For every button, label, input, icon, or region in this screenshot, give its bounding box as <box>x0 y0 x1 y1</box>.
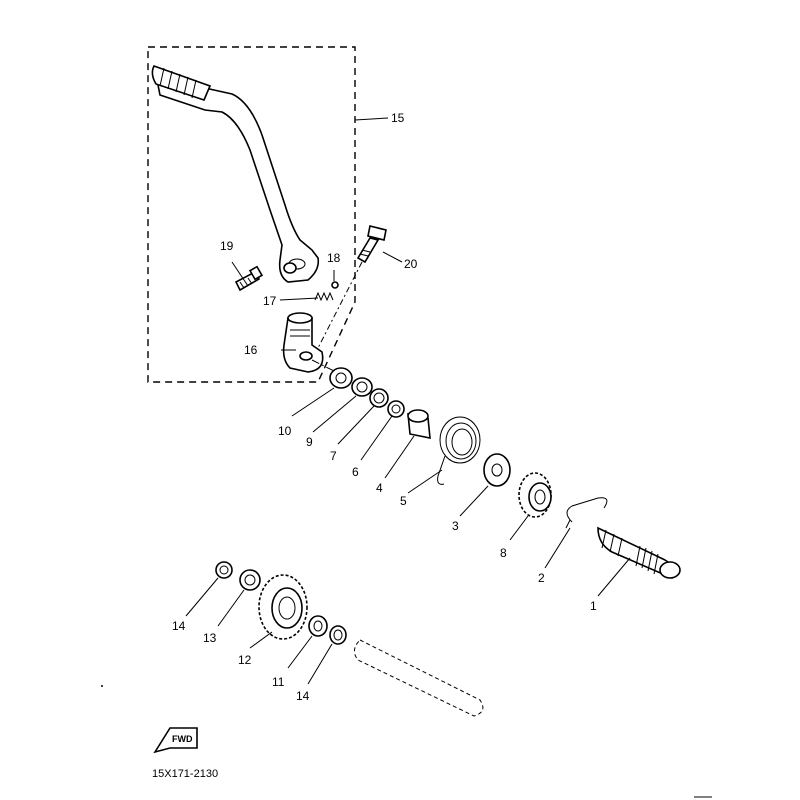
part-4-spring-guide <box>407 409 431 439</box>
part-9-washer <box>351 377 373 397</box>
part-20-bolt <box>356 225 387 264</box>
callout-10: 10 <box>278 424 292 438</box>
callout-8: 8 <box>500 546 507 560</box>
part-10-washer <box>329 367 353 389</box>
callout-3: 3 <box>452 519 459 533</box>
leader-lines <box>185 117 631 685</box>
assembly-15-boundary <box>147 46 356 383</box>
callout-11: 11 <box>272 675 285 689</box>
callout-4: 4 <box>376 481 383 495</box>
fwd-label: FWD <box>172 734 193 744</box>
callout-2: 2 <box>538 571 545 585</box>
part-17-spring <box>314 291 334 302</box>
shaft-reference <box>354 639 484 717</box>
callout-14-upper: 14 <box>172 619 186 633</box>
callout-1: 1 <box>590 599 597 613</box>
drawing-code: 15X171-2130 <box>152 768 218 780</box>
part-8-ratchet-wheel <box>518 472 552 518</box>
callout-15: 15 <box>391 111 405 125</box>
callout-16: 16 <box>244 343 258 357</box>
bolt-axis-line <box>317 261 363 349</box>
part-6-circlip <box>387 400 405 418</box>
callout-18: 18 <box>327 251 341 265</box>
callout-6: 6 <box>352 465 359 479</box>
part-12-idle-gear <box>258 574 308 640</box>
callout-20: 20 <box>404 257 418 271</box>
part-11-washer <box>308 615 328 637</box>
part-1-kick-axle <box>597 526 681 580</box>
dot-mark <box>101 685 103 687</box>
part-13-washer <box>239 569 261 591</box>
part-5-torsion-spring <box>437 416 481 485</box>
callout-14-lower: 14 <box>296 689 310 703</box>
callout-19: 19 <box>220 239 234 253</box>
callout-5: 5 <box>400 494 407 508</box>
callout-17: 17 <box>263 294 277 308</box>
part-18-ball <box>331 281 339 289</box>
part-14-circlip-lower <box>329 625 347 645</box>
part-7-washer <box>369 388 389 408</box>
part-3-washer <box>483 453 511 487</box>
callout-7: 7 <box>330 449 337 463</box>
callout-12: 12 <box>238 653 252 667</box>
part-16-kick-boss <box>282 312 324 373</box>
kick-crank-grip <box>151 65 212 101</box>
part-19-bolt <box>234 265 264 292</box>
part-kick-crank <box>151 65 320 283</box>
part-2-clip <box>565 497 608 529</box>
fwd-direction-arrow: FWD <box>153 727 198 754</box>
callout-9: 9 <box>306 435 313 449</box>
callout-13: 13 <box>203 631 217 645</box>
part-14-circlip-upper <box>215 561 233 579</box>
